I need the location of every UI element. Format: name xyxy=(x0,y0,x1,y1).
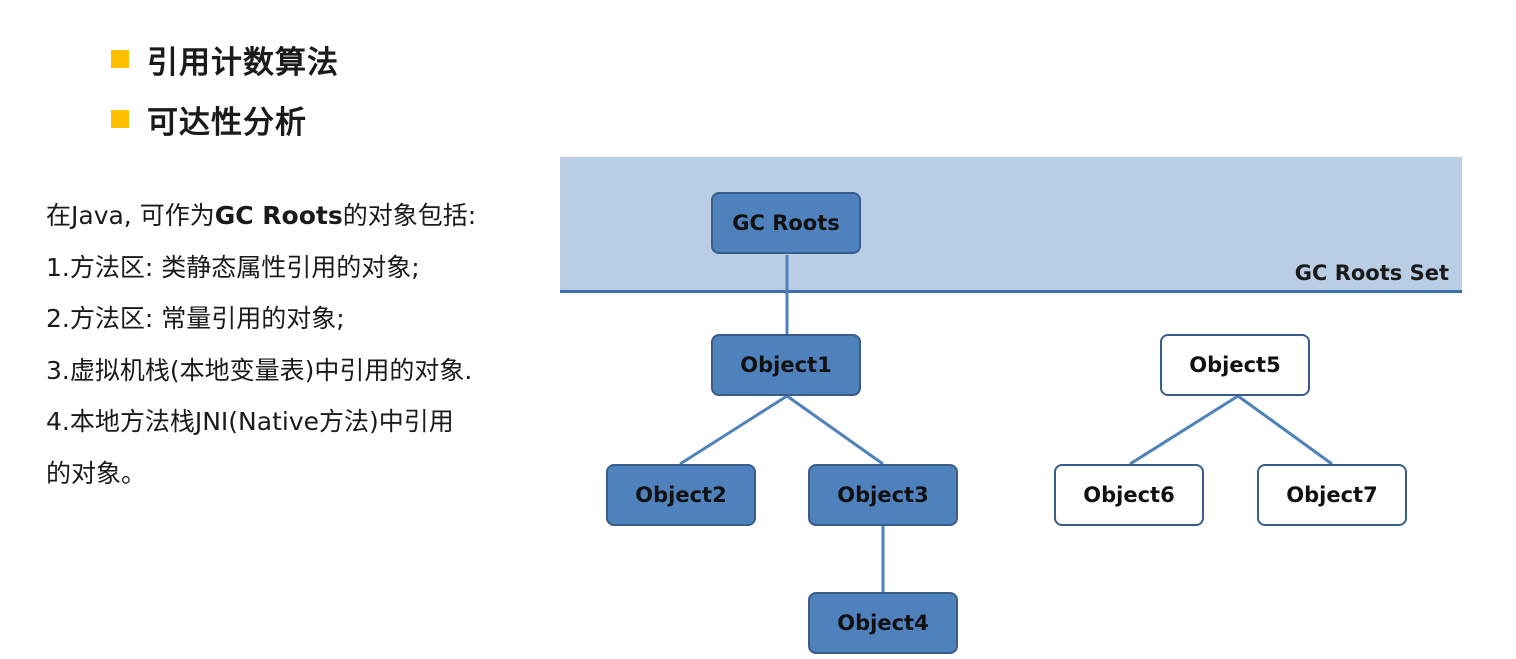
gc-roots-set-label: GC Roots Set xyxy=(1294,261,1449,285)
intro-suffix: 的对象包括: xyxy=(342,201,477,230)
edge-object1-object3 xyxy=(786,394,884,466)
description-line: 1.方法区: 类静态属性引用的对象; xyxy=(46,252,420,282)
square-bullet-icon xyxy=(111,50,129,68)
bullet-list: 引用计数算法 可达性分析 xyxy=(111,34,339,154)
node-object5: Object5 xyxy=(1160,334,1310,396)
node-gc-roots: GC Roots xyxy=(711,192,861,254)
description-line: 2.方法区: 常量引用的对象; xyxy=(46,304,345,333)
diagram-connectors xyxy=(679,255,1333,592)
edge-object5-object7 xyxy=(1237,394,1333,466)
node-object6: Object6 xyxy=(1054,464,1204,526)
description-line: 的对象。 xyxy=(46,458,147,488)
node-object2: Object2 xyxy=(606,464,756,526)
description-line: 4.本地方法栈JNI(Native方法)中引用 xyxy=(46,407,454,436)
bullet-label: 可达性分析 xyxy=(147,104,307,141)
node-object3: Object3 xyxy=(808,464,958,526)
intro-prefix: 在Java, 可作为 xyxy=(46,201,215,230)
gc-roots-description: 在Java, 可作为GC Roots的对象包括: 1.方法区: 类静态属性引用的… xyxy=(46,190,566,499)
node-object1: Object1 xyxy=(711,334,861,396)
gc-roots-diagram: GC Roots Set GC Roots Object1 Object2 Ob… xyxy=(560,157,1462,659)
bullet-item-reference-counting: 引用计数算法 xyxy=(111,34,339,84)
bullet-label: 引用计数算法 xyxy=(147,44,339,81)
gc-roots-set-band xyxy=(560,157,1462,292)
square-bullet-icon xyxy=(111,110,129,128)
description-line: 3.虚拟机栈(本地变量表)中引用的对象. xyxy=(46,355,473,385)
gc-roots-set-boundary xyxy=(560,290,1462,293)
node-object7: Object7 xyxy=(1257,464,1407,526)
bullet-item-reachability-analysis: 可达性分析 xyxy=(111,94,339,144)
intro-bold-term: GC Roots xyxy=(214,201,343,230)
description-intro: 在Java, 可作为GC Roots的对象包括: xyxy=(46,190,566,242)
edge-object5-object6 xyxy=(1129,394,1239,466)
edge-object1-object2 xyxy=(679,394,788,466)
node-object4: Object4 xyxy=(808,592,958,654)
